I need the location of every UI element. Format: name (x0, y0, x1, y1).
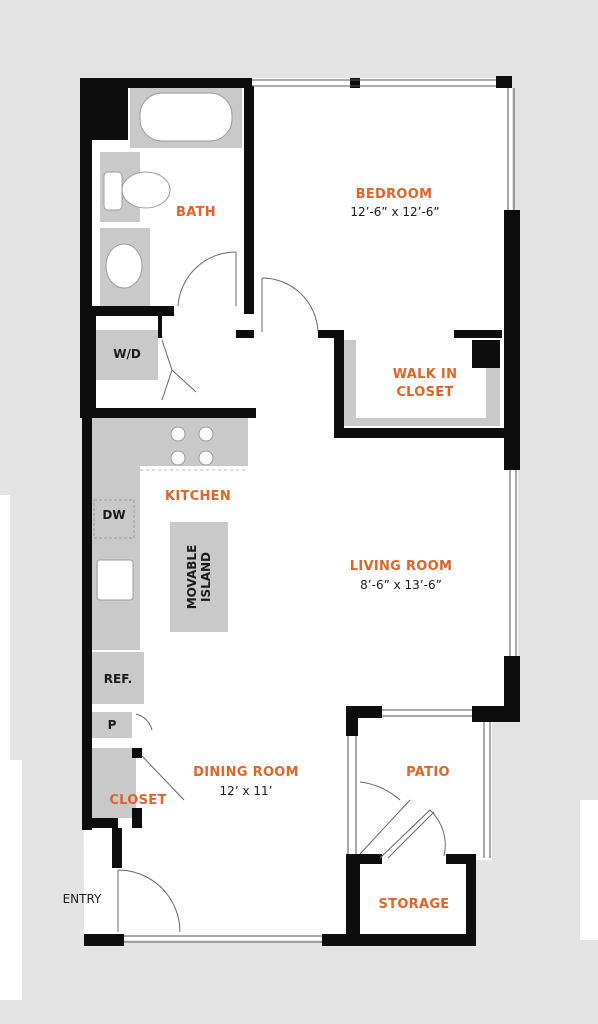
pantry-door-swing (135, 713, 153, 731)
movable-island: MOVABLE ISLAND (170, 522, 228, 632)
dining-room-label: DINING ROOM (193, 765, 299, 780)
living-room-label: LIVING ROOM (349, 559, 453, 574)
stove-burner-1 (170, 426, 186, 442)
bath-label: BATH (176, 205, 216, 220)
bedroom-dimensions: 12’-6” x 12’-6” (350, 205, 440, 219)
bath-door-swing (177, 251, 237, 307)
walls (80, 76, 520, 946)
entry-door-swing (117, 869, 181, 933)
closet-label: CLOSET (109, 793, 167, 808)
walk-in-closet-label-line1: WALK IN (392, 367, 458, 382)
kitchen-label: KITCHEN (164, 489, 232, 504)
washer-dryer-label: W/D (113, 347, 141, 361)
pantry-label: P (107, 718, 117, 732)
storage-label: STORAGE (378, 897, 450, 912)
fixture-details (93, 92, 233, 601)
door-swings (117, 251, 446, 933)
refrigerator-label: REF. (103, 672, 133, 686)
bathtub-basin (139, 92, 233, 142)
patio-label: PATIO (406, 765, 450, 780)
toilet-tank (103, 171, 123, 211)
bath-sink (105, 243, 143, 289)
dishwasher-box (93, 499, 135, 539)
walk-in-closet-label-line2: CLOSET (396, 385, 454, 400)
stove-burner-4 (198, 450, 214, 466)
stove-burner-2 (198, 426, 214, 442)
bedroom-label: BEDROOM (355, 187, 433, 202)
dishwasher-label: DW (102, 508, 126, 522)
stove-burner-3 (170, 450, 186, 466)
kitchen-sink (96, 559, 134, 601)
patio-door-swing-2 (379, 809, 446, 859)
patio-door-swing-1 (359, 781, 401, 801)
island-label-line2: ISLAND (199, 551, 213, 603)
island-label-line1: MOVABLE (185, 544, 199, 610)
closet-door-swing (141, 755, 185, 801)
wd-bifold-door (161, 339, 197, 401)
dining-room-dimensions: 12’ x 11’ (219, 784, 273, 798)
bedroom-door-swing (261, 277, 319, 333)
living-room-dimensions: 8’-6” x 13’-6” (360, 578, 442, 592)
toilet-bowl (121, 171, 171, 209)
unit-interior (82, 78, 518, 940)
entry-label: ENTRY (62, 892, 102, 906)
windows (124, 79, 517, 943)
